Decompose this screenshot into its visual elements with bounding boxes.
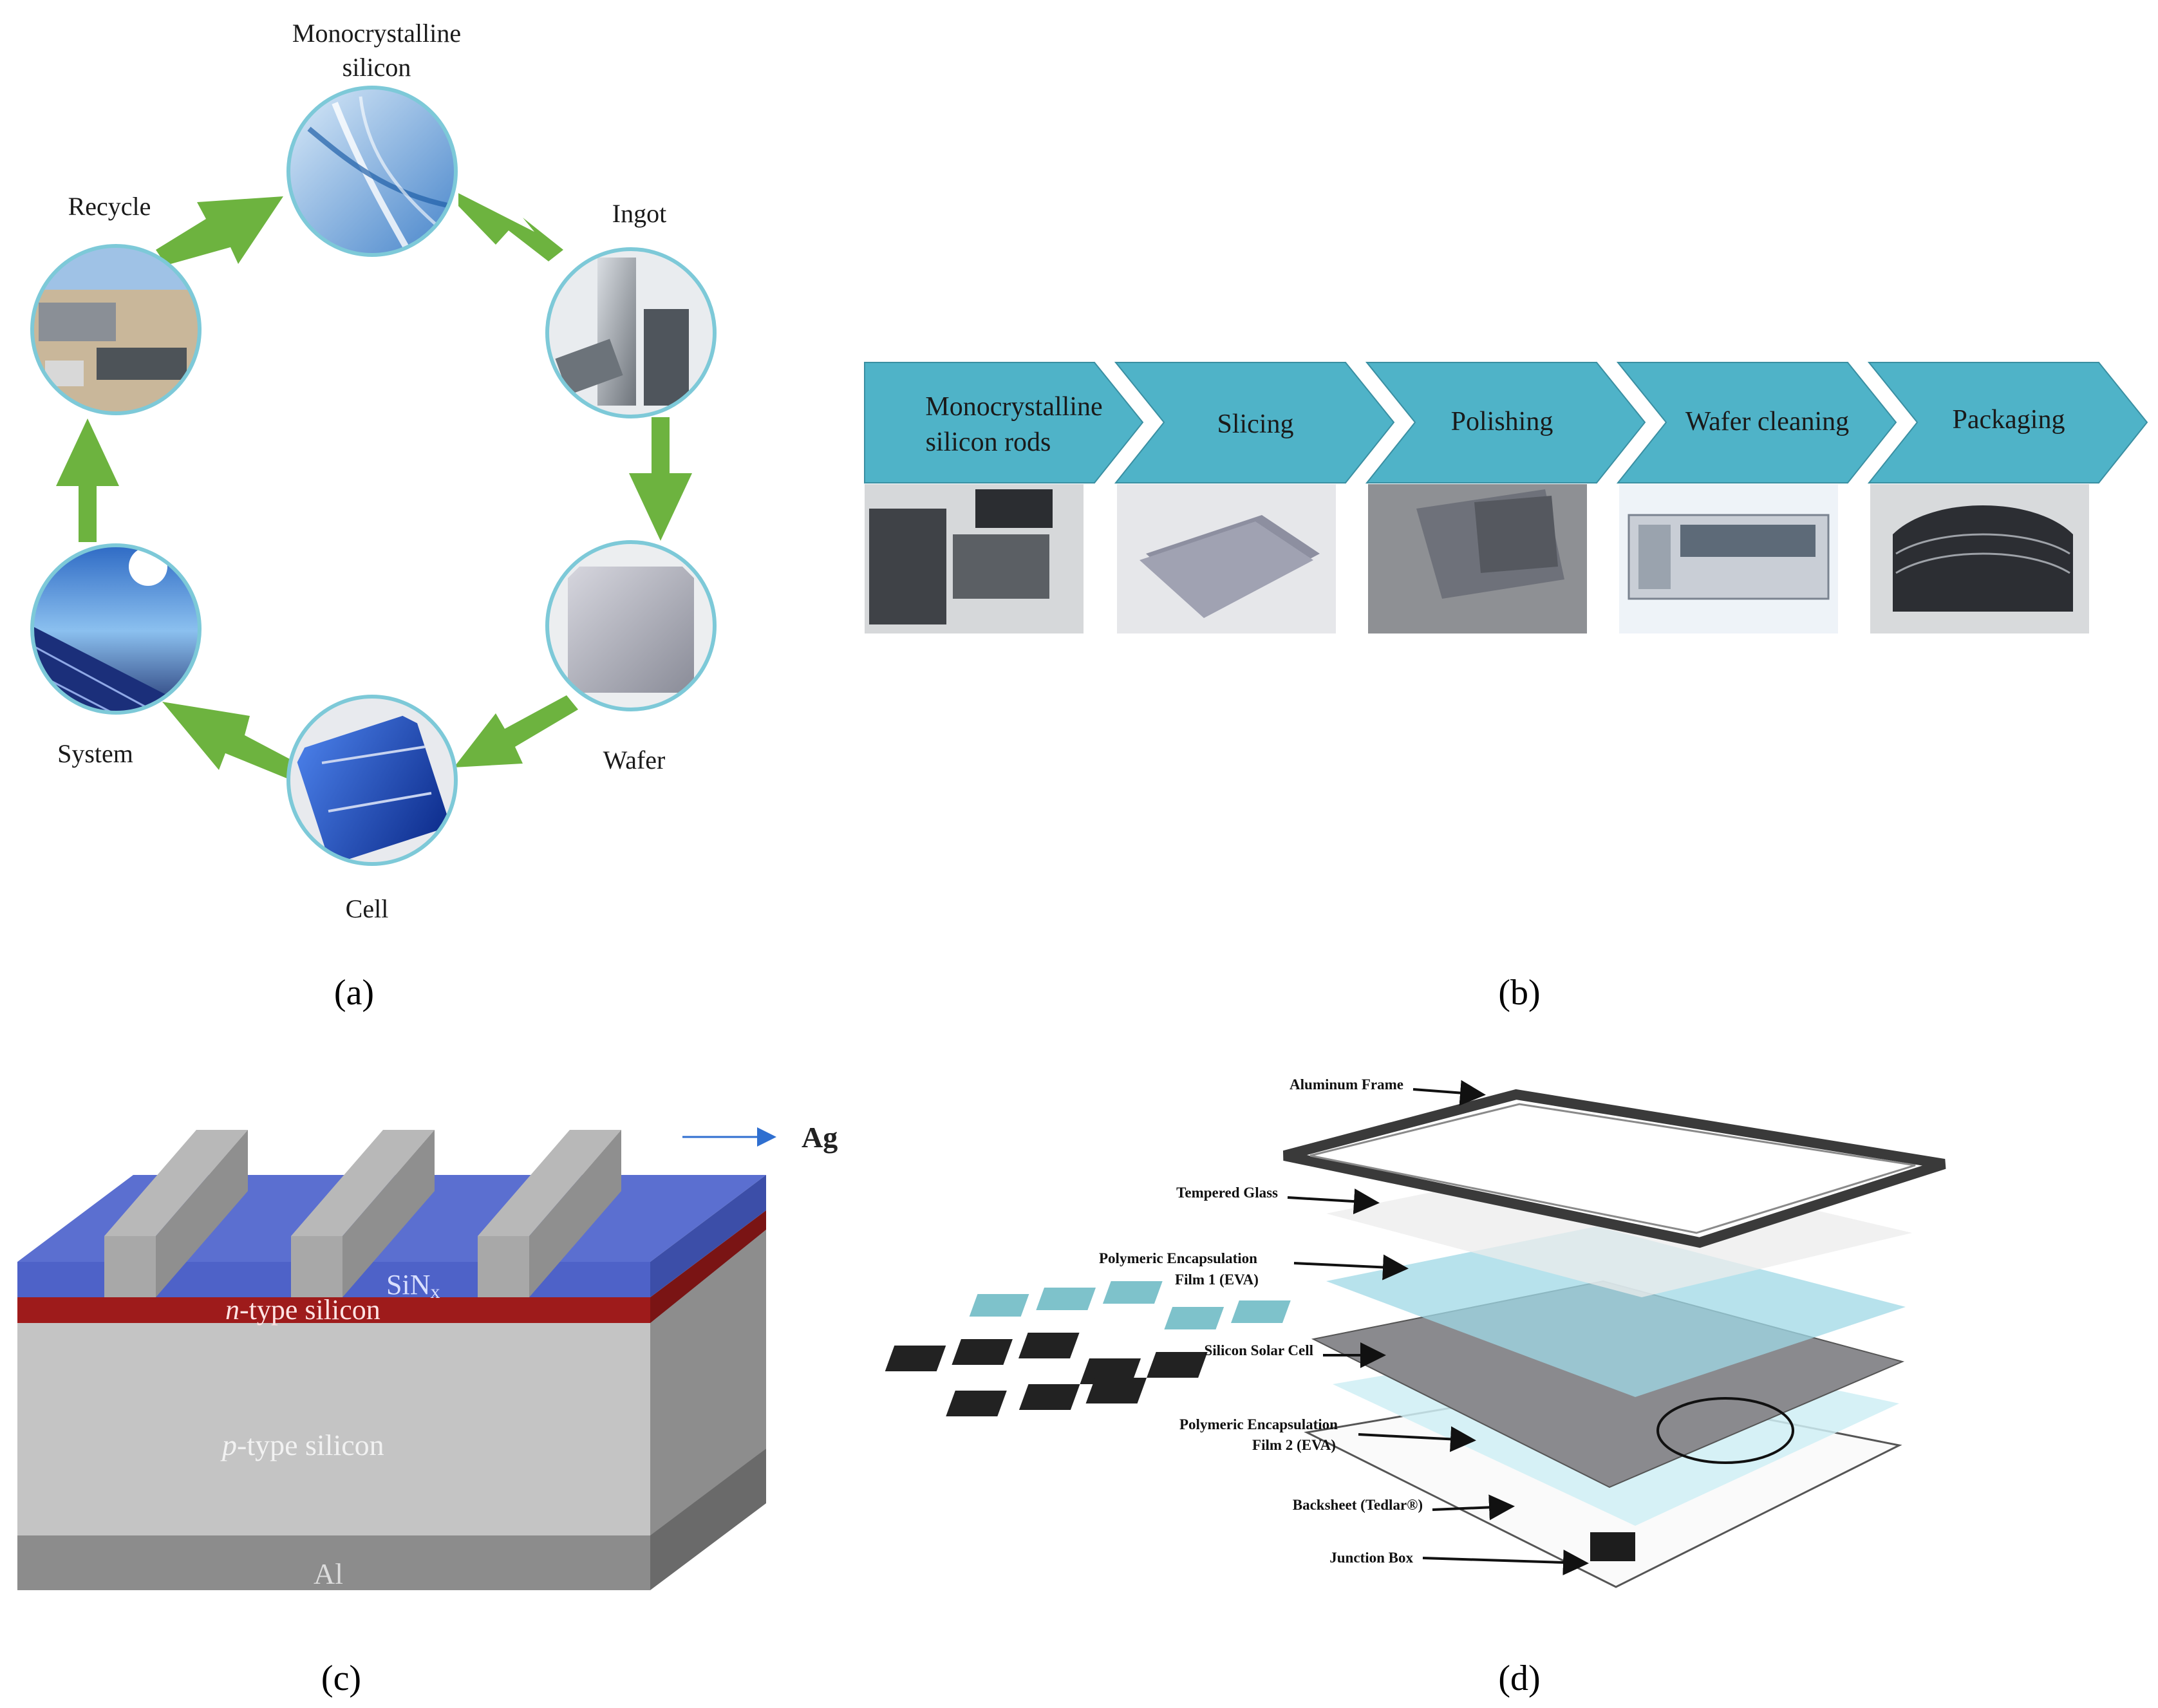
- chevron-1-line2: silicon rods: [926, 427, 1051, 457]
- label-eva1-line1: Polymeric Encapsulation: [1099, 1250, 1257, 1266]
- panel-c-cell-structure: Ag SiNx n-type silicon p-type silicon Al…: [17, 1121, 838, 1698]
- label-monocrystalline-line2: silicon: [342, 53, 411, 82]
- chevron-2: [1114, 362, 1395, 483]
- panel-a-lifecycle: Monocrystalline silicon Ingot Wafer Cell…: [30, 19, 717, 1013]
- stage-wafer: [545, 540, 717, 711]
- label-ag: Ag: [802, 1121, 838, 1154]
- pointer-junction: [1422, 1549, 1589, 1575]
- n-type-layer-front: [17, 1297, 650, 1323]
- label-p-type: p-type silicon: [220, 1429, 384, 1461]
- photo-slicing: [1117, 484, 1336, 633]
- aluminum-frame-inner: [1309, 1103, 1916, 1234]
- label-sinx: SiNx: [386, 1269, 440, 1302]
- p-type-layer-side: [650, 1230, 766, 1539]
- chevron-5-label: Packaging: [1953, 405, 2065, 435]
- stage-monocrystalline: [286, 86, 458, 257]
- label-tempered-glass: Tempered Glass: [1176, 1185, 1278, 1201]
- arrow-to-recycle: [56, 418, 119, 542]
- panel-label-d: (d): [1498, 1658, 1540, 1698]
- pointer-backsheet: [1432, 1494, 1515, 1521]
- photo-silicon-rods: [865, 484, 1084, 633]
- chevron-1-line1: Monocrystalline: [925, 392, 1102, 422]
- label-eva1-line2: Film 1 (EVA): [1175, 1272, 1259, 1288]
- arrow-to-cell: [454, 695, 578, 767]
- label-wafer: Wafer: [603, 746, 666, 774]
- chevron-5: [1867, 362, 2148, 483]
- highlight-circle: [1656, 1397, 1794, 1464]
- photo-wafer-cleaning: [1619, 484, 1838, 633]
- label-cell: Cell: [346, 894, 389, 923]
- label-junction-box: Junction Box: [1329, 1550, 1413, 1566]
- pointer-eva2: [1358, 1426, 1476, 1452]
- label-aluminum-frame: Aluminum Frame: [1290, 1076, 1403, 1093]
- n-type-layer-side: [650, 1210, 766, 1323]
- chevron-4: [1616, 362, 1897, 483]
- sinx-layer-side: [650, 1175, 766, 1297]
- chevrons: [864, 362, 2148, 483]
- chevron-1: [864, 362, 1144, 483]
- label-n-type: n-type silicon: [225, 1294, 380, 1326]
- cycle-arrows: [56, 193, 692, 779]
- label-eva2-line2: Film 2 (EVA): [1252, 1437, 1336, 1453]
- ag-fingers: [104, 1130, 621, 1297]
- pointer-eva1: [1293, 1254, 1409, 1281]
- al-layer-front: [17, 1535, 650, 1590]
- pointer-glass: [1287, 1188, 1380, 1215]
- arrow-to-system: [162, 702, 291, 779]
- panel-b-process: Monocrystalline silicon rods Slicing Pol…: [864, 362, 2148, 1013]
- pointer-frame: [1412, 1080, 1486, 1106]
- label-ingot: Ingot: [612, 199, 666, 228]
- stage-system: [30, 543, 202, 715]
- label-backsheet: Backsheet (Tedlar®): [1293, 1497, 1423, 1513]
- arrow-to-ingot: [458, 193, 563, 261]
- chevron-4-label: Wafer cleaning: [1685, 407, 1849, 436]
- aluminum-frame: [1282, 1089, 1946, 1248]
- label-monocrystalline-line1: Monocrystalline: [292, 19, 461, 48]
- arrow-to-wafer: [629, 417, 692, 541]
- stage-recycle: [30, 244, 202, 415]
- label-recycle: Recycle: [68, 192, 151, 221]
- stage-ingot: [545, 247, 717, 418]
- arrow-to-monocrystalline: [156, 196, 283, 265]
- al-layer-side: [650, 1449, 766, 1590]
- label-system: System: [57, 739, 133, 768]
- photo-polishing: [1368, 484, 1587, 633]
- p-type-layer-front: [17, 1323, 650, 1535]
- cell-grid: [885, 1333, 1208, 1416]
- chevron-2-label: Slicing: [1217, 409, 1293, 439]
- eva1-grid: [969, 1281, 1291, 1329]
- panel-d-module: Aluminum Frame Tempered Glass Polymeric …: [885, 1076, 1946, 1698]
- panel-label-a: (a): [334, 973, 374, 1013]
- panel-label-c: (c): [321, 1658, 361, 1698]
- chevron-3-label: Polishing: [1451, 407, 1553, 436]
- panel-label-b: (b): [1498, 973, 1540, 1013]
- stage-cell: [286, 695, 458, 866]
- photo-packaging: [1870, 484, 2089, 633]
- label-solar-cell: Silicon Solar Cell: [1204, 1342, 1313, 1358]
- label-al: Al: [314, 1557, 343, 1590]
- label-eva2-line1: Polymeric Encapsulation: [1179, 1416, 1338, 1432]
- junction-box: [1590, 1532, 1635, 1561]
- eva1-layer: [1326, 1226, 1906, 1397]
- chevron-3: [1365, 362, 1646, 483]
